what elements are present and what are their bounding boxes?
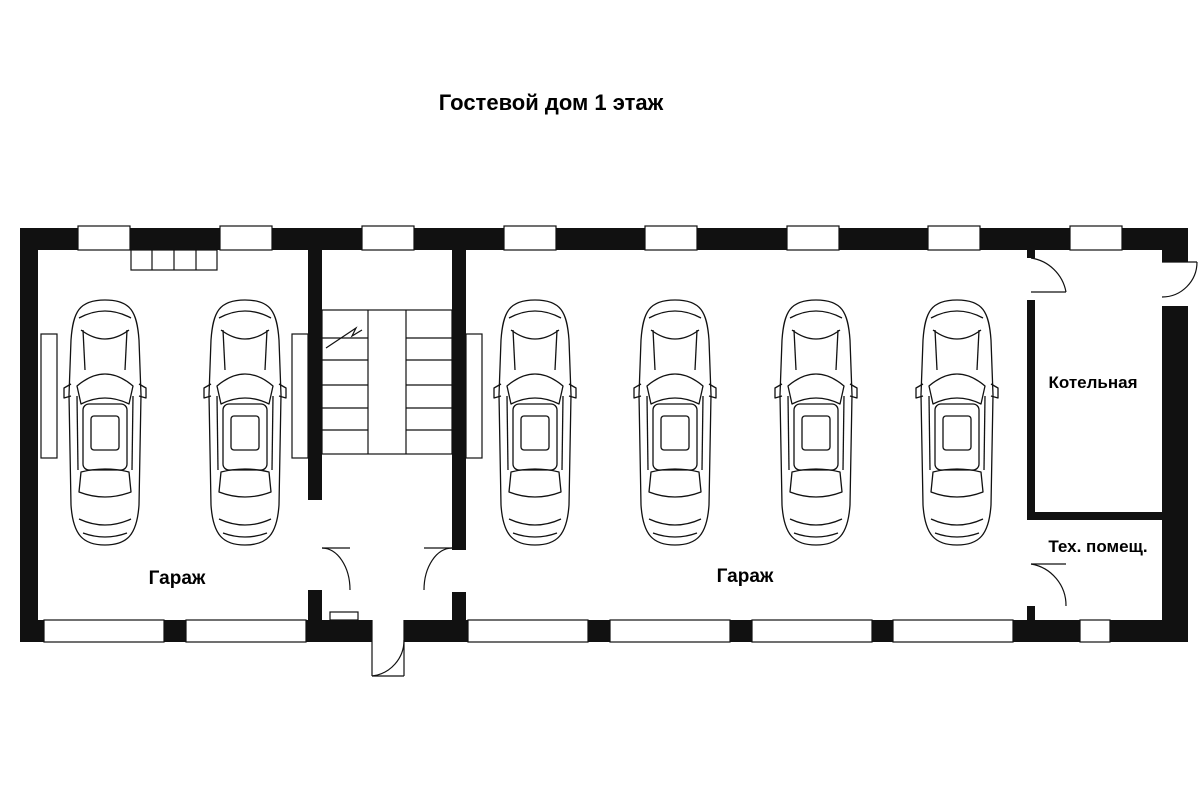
top-windows [77,225,1123,251]
bottom-windows [43,619,1111,643]
car-left-2 [203,299,287,546]
entrance-door [329,611,405,677]
room-label-garage-right: Гараж [717,566,774,587]
car-right-1 [493,299,577,546]
staircase [321,309,453,455]
room-label-garage-left: Гараж [149,568,206,589]
car-right-3 [774,299,858,546]
interior-walls [308,250,1162,620]
plan-title: Гостевой дом 1 этаж [439,90,664,115]
cars [63,299,999,546]
interior-doors [321,257,1067,607]
car-right-4 [915,299,999,546]
car-left-1 [63,299,147,546]
room-label-tech: Тех. помещ. [1048,537,1147,556]
side-door [1161,261,1198,306]
car-right-2 [633,299,717,546]
fixtures [40,249,483,459]
room-label-boiler: Котельная [1048,373,1137,392]
